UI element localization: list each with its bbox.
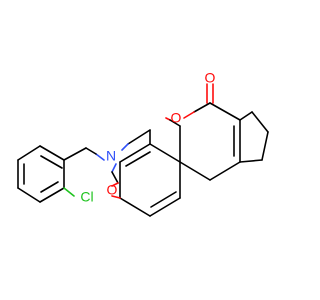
bond bbox=[17, 187, 41, 203]
bond bbox=[63, 187, 75, 197]
oxazine-ring bbox=[111, 129, 151, 199]
bond bbox=[63, 147, 87, 161]
carbonyl-oxygen-label: O bbox=[205, 70, 216, 86]
bond bbox=[119, 197, 151, 217]
bond bbox=[95, 153, 105, 161]
lactone-oxygen-label: O bbox=[171, 110, 182, 126]
chlorobenzyl-group bbox=[17, 145, 105, 203]
bond bbox=[239, 111, 253, 121]
nitrogen-label: N bbox=[106, 148, 116, 164]
molecule-diagram: O O O N Cl bbox=[17, 70, 269, 217]
bond bbox=[251, 111, 269, 133]
bond bbox=[111, 163, 117, 173]
bond bbox=[39, 145, 65, 161]
bond bbox=[169, 119, 181, 127]
bond bbox=[121, 143, 129, 151]
bond bbox=[85, 147, 97, 155]
bond bbox=[261, 131, 269, 161]
bond bbox=[193, 102, 211, 113]
bond bbox=[111, 182, 119, 187]
bond bbox=[127, 129, 151, 145]
bond bbox=[149, 143, 181, 163]
bond bbox=[39, 187, 65, 203]
bond bbox=[239, 159, 263, 163]
bond bbox=[150, 191, 177, 208]
bond bbox=[40, 155, 63, 169]
oxazine-oxygen-label: O bbox=[107, 182, 118, 198]
atom-labels: O O O N Cl bbox=[80, 70, 215, 205]
bond bbox=[149, 197, 181, 217]
fused-benzene-ring bbox=[119, 129, 181, 217]
bond bbox=[209, 102, 241, 121]
bond bbox=[179, 161, 211, 181]
cyclopentane-ring bbox=[239, 111, 269, 163]
bond bbox=[40, 181, 59, 193]
bond bbox=[111, 171, 119, 184]
chlorine-label: Cl bbox=[80, 189, 93, 205]
lactone-ring bbox=[165, 83, 241, 181]
bond bbox=[111, 195, 121, 199]
bond bbox=[209, 161, 241, 181]
bond bbox=[125, 151, 151, 167]
bond bbox=[119, 143, 151, 163]
bond bbox=[183, 111, 195, 119]
bond bbox=[17, 145, 41, 161]
